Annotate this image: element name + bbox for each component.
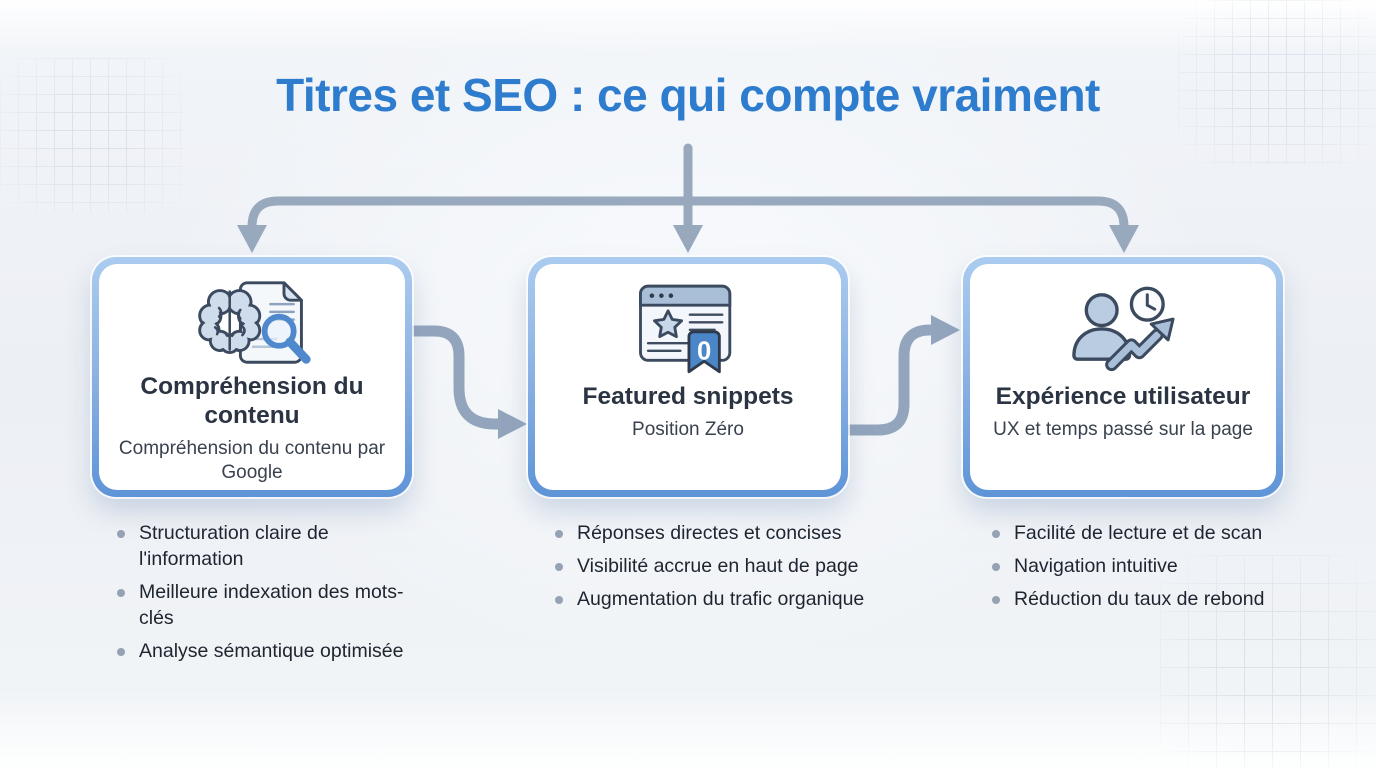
position-zero-value: 0	[697, 337, 711, 365]
bullet-text: Meilleure indexation des mots-clés	[139, 580, 404, 629]
list-item: Facilité de lecture et de scan	[992, 521, 1302, 547]
bullet-dot-icon	[555, 530, 563, 538]
card2-to-card3-arrow	[840, 315, 960, 436]
star-icon	[653, 309, 684, 339]
card-body: Compréhension du contenu Compréhension d…	[99, 264, 405, 490]
arrowhead-right-icon	[498, 409, 527, 439]
arrowhead-right-icon	[931, 315, 960, 345]
top-branch-arrowheads	[237, 225, 1139, 253]
list-item: Réduction du taux de rebond	[992, 587, 1302, 613]
bullet-dot-icon	[117, 647, 125, 656]
bullet-text: Analyse sémantique optimisée	[139, 639, 404, 662]
card-body: Expérience utilisateur UX et temps passé…	[970, 264, 1276, 490]
connector-card1-card2	[404, 325, 505, 430]
user-clock-growth-icon	[1066, 276, 1180, 380]
list-item: Visibilité accrue en haut de page	[555, 554, 865, 580]
card-title: Compréhension du contenu	[140, 373, 364, 429]
list-item: Structuration claire de l'information	[117, 521, 427, 573]
connector-branch-bar	[247, 196, 1129, 235]
card1-to-card2-arrow	[404, 325, 527, 439]
list-item: Réponses directes et concises	[555, 521, 865, 547]
page-title: Titres et SEO : ce qui compte vraiment	[276, 69, 1100, 121]
bullet-text: Visibilité accrue en haut de page	[577, 554, 859, 577]
card-comprehension-contenu: Compréhension du contenu Compréhension d…	[92, 257, 412, 497]
window-dots-icon	[649, 293, 674, 298]
list-item: Augmentation du trafic organique	[555, 587, 865, 613]
arrowhead-down-center-icon	[673, 225, 703, 253]
bullet-dot-icon	[992, 595, 1000, 604]
bullet-list-comprehension: Structuration claire de l'information Me…	[117, 521, 427, 672]
bullet-text: Réduction du taux de rebond	[1014, 587, 1265, 610]
bullet-text: Réponses directes et concises	[577, 522, 842, 544]
card-subtitle: Position Zéro	[632, 418, 744, 440]
arrowhead-down-right-icon	[1109, 225, 1139, 253]
bullet-text: Structuration claire de l'information	[139, 522, 329, 570]
position-zero-bookmark-icon: 0	[687, 330, 721, 374]
browser-star-bookmark-icon: 0	[631, 276, 745, 380]
top-branch-connector	[247, 143, 1129, 235]
card-title: Expérience utilisateur	[995, 383, 1251, 410]
card-experience-utilisateur: Expérience utilisateur UX et temps passé…	[963, 257, 1283, 497]
bullet-text: Augmentation du trafic organique	[577, 587, 865, 610]
card-body: 0 Featured snippets Position Zéro	[535, 264, 841, 490]
bullet-dot-icon	[117, 530, 125, 538]
card-title: Featured snippets	[582, 383, 794, 410]
bullet-dot-icon	[992, 562, 1000, 571]
brain-document-search-icon	[189, 276, 315, 370]
connector-card2-card3	[840, 324, 936, 436]
bullet-list-experience: Facilité de lecture et de scan Navigatio…	[992, 521, 1302, 620]
list-item: Meilleure indexation des mots-clés	[117, 580, 427, 632]
bullet-dot-icon	[117, 588, 125, 597]
bullet-dot-icon	[992, 530, 1000, 538]
clock-icon	[1129, 286, 1165, 322]
brain-document-search-svg	[198, 281, 311, 364]
list-item: Navigation intuitive	[992, 554, 1302, 580]
arrowhead-down-left-icon	[237, 225, 267, 253]
bullet-dot-icon	[555, 595, 563, 604]
bullet-text: Navigation intuitive	[1014, 554, 1178, 577]
card-featured-snippets: 0 Featured snippets Position Zéro	[528, 257, 848, 497]
growth-arrow-icon	[1105, 317, 1175, 372]
bullet-dot-icon	[555, 562, 563, 571]
browser-star-bookmark-svg: 0	[639, 284, 732, 374]
card-subtitle: UX et temps passé sur la page	[993, 418, 1253, 440]
list-item: Analyse sémantique optimisée	[117, 639, 427, 665]
user-clock-growth-svg	[1072, 286, 1175, 372]
bullet-text: Facilité de lecture et de scan	[1014, 522, 1263, 544]
bullet-list-featured-snippets: Réponses directes et concises Visibilité…	[555, 521, 865, 620]
card-subtitle: Compréhension du contenu par Google	[118, 437, 386, 483]
